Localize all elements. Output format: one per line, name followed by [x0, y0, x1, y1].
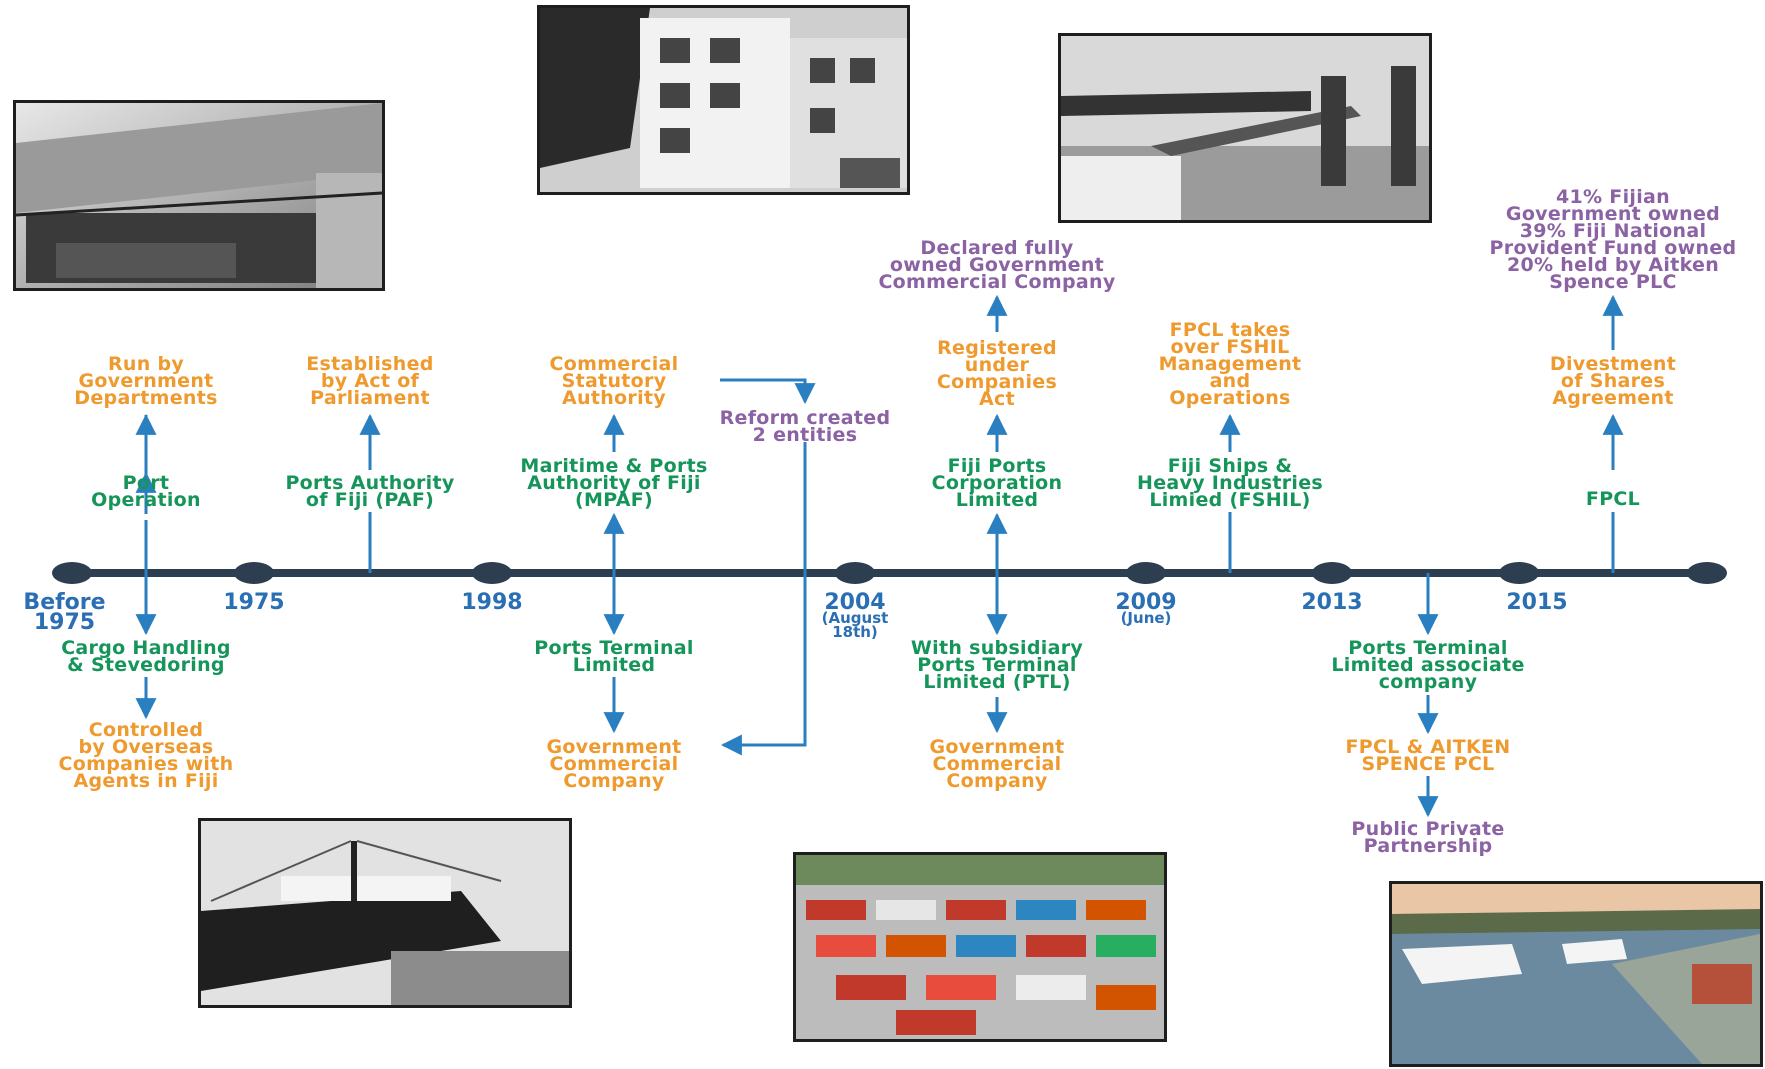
year-2013: 2013	[1301, 590, 1363, 615]
label-commercial-statutory: Commercial Statutory Authority	[549, 353, 679, 409]
arrow-commercial-to-reform	[720, 378, 816, 405]
label-ppp: Public Private Partnership	[1351, 818, 1505, 857]
photo-container-terminal	[793, 852, 1167, 1042]
year-before-1975: Before 1975	[23, 590, 106, 635]
label-reform: Reform created 2 entities	[719, 407, 891, 446]
node-2009	[1126, 562, 1166, 584]
label-run-by-government: Run by Government Departments	[74, 353, 218, 409]
node-end	[1687, 562, 1727, 584]
label-port-operation: Port Operation	[91, 472, 201, 511]
node-before-1975	[52, 562, 92, 584]
timeline-nodes	[52, 562, 1727, 584]
year-2004-sub: (August 18th)	[821, 609, 889, 641]
label-declared-fully: Declared fully owned Government Commerci…	[878, 237, 1116, 293]
photo-office-building	[537, 5, 910, 195]
photo-cranes-shipyard	[1058, 33, 1432, 223]
label-registered: Registered under Companies Act	[936, 337, 1058, 410]
year-1975: 1975	[223, 590, 285, 615]
label-gcc-2004: Government Commercial Company	[929, 736, 1065, 792]
label-mpaf: Maritime & Ports Authority of Fiji (MPAF…	[520, 455, 708, 511]
label-subsidiary-ptl: With subsidiary Ports Terminal Limited (…	[910, 637, 1084, 693]
label-cargo-handling: Cargo Handling & Stevedoring	[61, 637, 231, 676]
label-fpcl-2015: FPCL	[1585, 488, 1641, 510]
node-2015	[1499, 562, 1539, 584]
label-controlled-by-overseas: Controlled by Overseas Companies with Ag…	[58, 719, 234, 792]
year-2015: 2015	[1506, 590, 1568, 615]
year-2009-sub: (June)	[1120, 609, 1172, 627]
node-2004	[835, 562, 875, 584]
label-fshil: Fiji Ships & Heavy Industries Limied (FS…	[1137, 455, 1323, 511]
year-2009: 2009	[1115, 590, 1177, 615]
node-1998	[472, 562, 512, 584]
label-established-act: Established by Act of Parliament	[306, 353, 434, 409]
label-fpcl-2004: Fiji Ports Corporation Limited	[931, 455, 1063, 511]
label-ownership: 41% Fijian Government owned 39% Fiji Nat…	[1489, 186, 1737, 293]
label-paf: Ports Authority of Fiji (PAF)	[285, 472, 455, 511]
label-ptl-associate: Ports Terminal Limited associate company	[1331, 637, 1525, 693]
node-2013	[1312, 562, 1352, 584]
node-1975	[234, 562, 274, 584]
label-ptl-1998: Ports Terminal Limited	[534, 637, 694, 676]
label-gcc-1998: Government Commercial Company	[546, 736, 682, 792]
label-fpcl-aitken: FPCL & AITKEN SPENCE PCL	[1345, 736, 1511, 775]
year-1998: 1998	[461, 590, 523, 615]
arrow-reform-to-gcc	[720, 442, 807, 756]
photo-cruise-port	[1389, 881, 1763, 1067]
label-fpcl-takes-over: FPCL takes over FSHIL Management and Ope…	[1158, 319, 1302, 409]
photo-dock-construction	[13, 100, 385, 291]
year-2004: 2004	[824, 590, 886, 615]
label-divestment: Divestment of Shares Agreement	[1549, 353, 1677, 409]
photo-passenger-ship	[198, 818, 572, 1008]
